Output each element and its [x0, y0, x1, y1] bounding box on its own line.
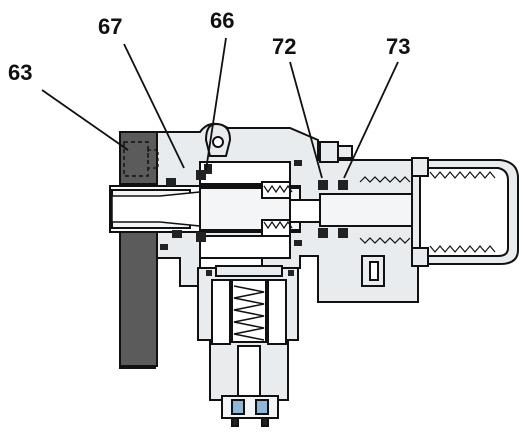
actuator-coils [359, 176, 411, 244]
callout-labels: 63 67 66 72 73 [8, 8, 410, 85]
callout-73: 73 [386, 34, 410, 59]
leader-72 [289, 61, 323, 179]
inner-chambers [199, 161, 291, 259]
leader-73 [343, 61, 399, 179]
right-cap [411, 157, 519, 267]
leader-66 [205, 37, 227, 171]
solenoid-seals [206, 270, 294, 276]
cap-spring [429, 171, 496, 253]
leader-lines [41, 37, 399, 179]
side-port [319, 141, 353, 163]
solenoid-spring [233, 285, 265, 341]
bore-spring [263, 184, 293, 230]
bottom-solenoid [197, 265, 299, 427]
callout-63: 63 [8, 60, 32, 85]
body-top-hook [204, 122, 232, 157]
right-foot [361, 255, 385, 287]
callout-67: 67 [98, 14, 122, 39]
leader-63 [41, 89, 129, 151]
callout-72: 72 [272, 34, 296, 59]
main-shaft [109, 185, 491, 233]
callout-66: 66 [210, 8, 234, 33]
leader-67 [123, 43, 185, 169]
left-flange [119, 131, 159, 367]
seals [160, 160, 348, 250]
